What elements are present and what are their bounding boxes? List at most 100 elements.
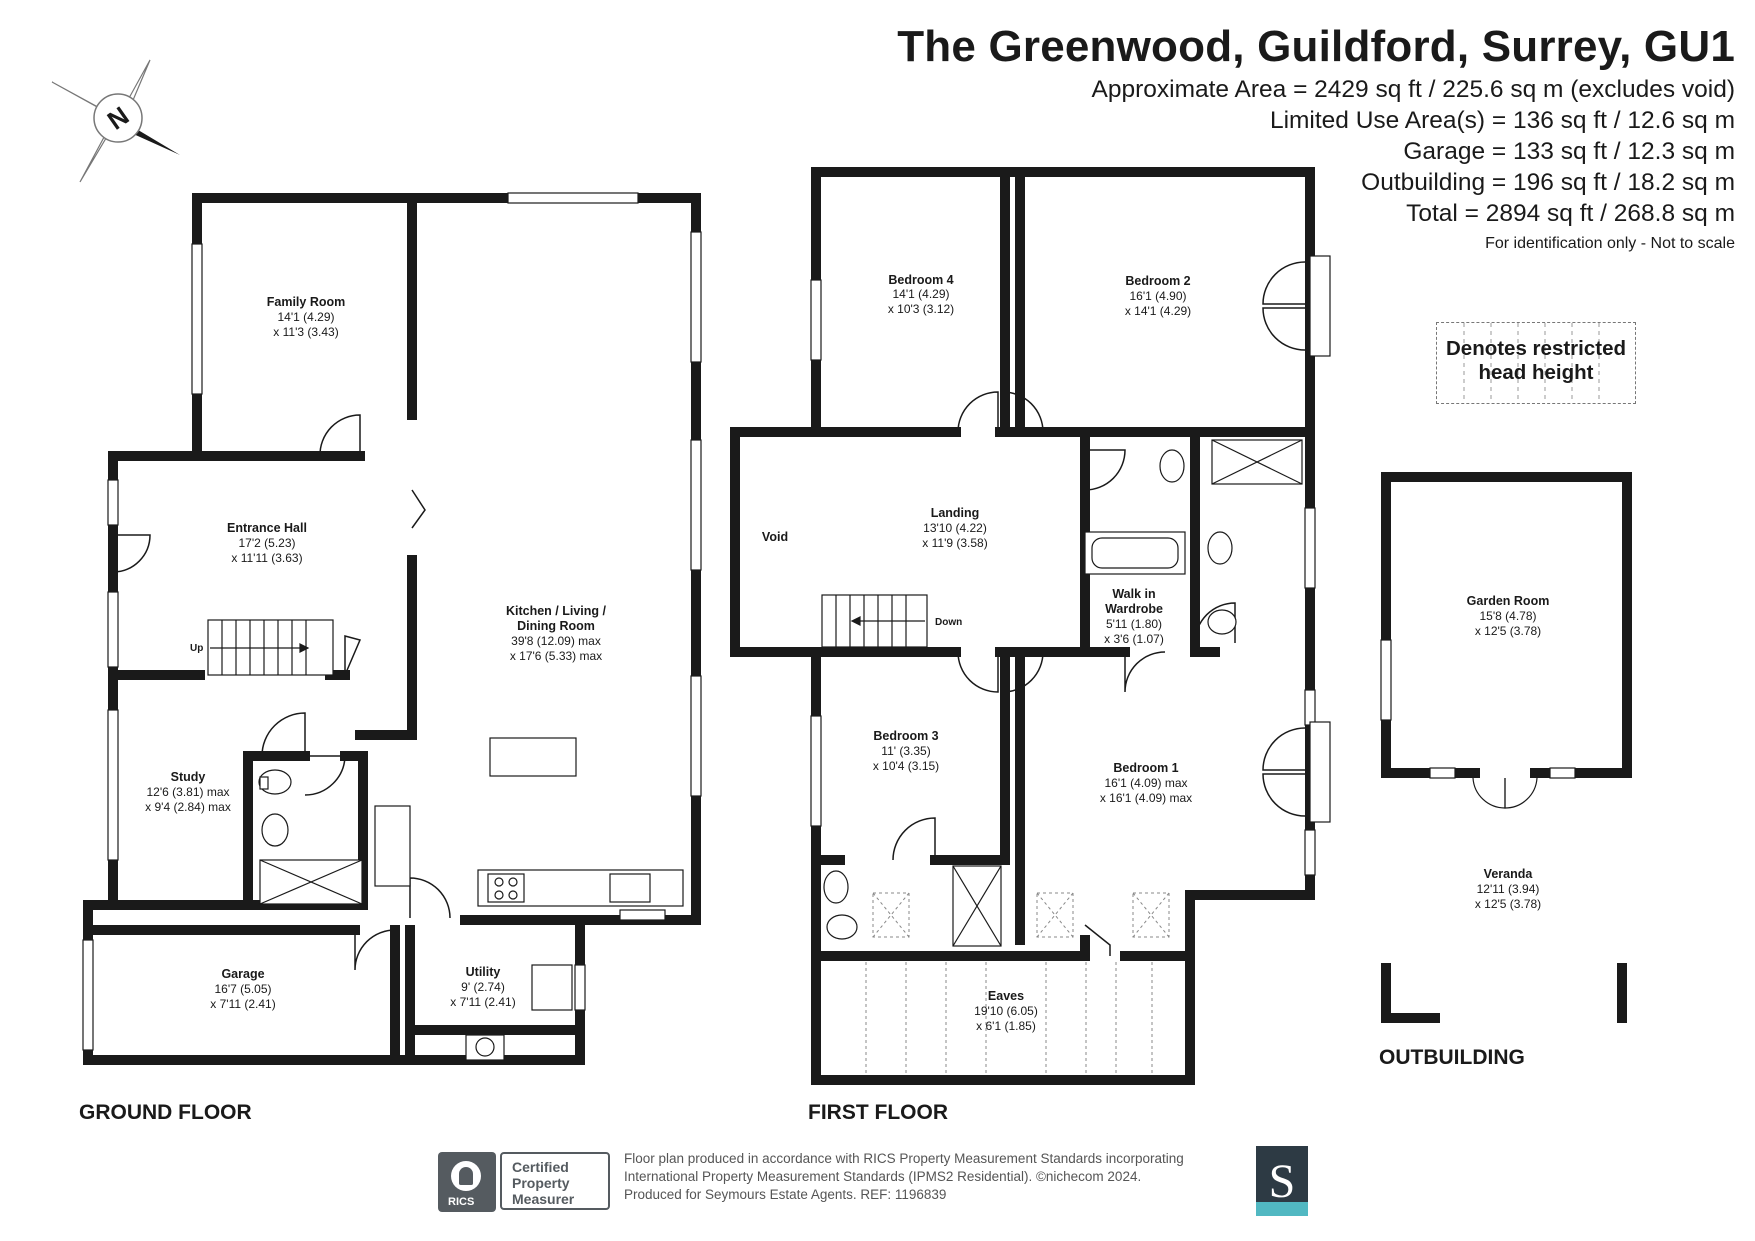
first-floor-windows xyxy=(810,255,1331,876)
entrance-hall-dim1: 17'2 (5.23) xyxy=(239,536,296,550)
certified-measurer-badge: Certified Property Measurer xyxy=(500,1152,610,1210)
up-label: Up xyxy=(190,643,203,654)
kitchen-dim2: x 17'6 (5.33) max xyxy=(510,649,602,663)
garage-name: Garage xyxy=(221,967,264,981)
down-label: Down xyxy=(935,617,962,628)
garage-area: Garage = 133 sq ft / 12.3 sq m xyxy=(1403,138,1735,165)
total-area: Total = 2894 sq ft / 268.8 sq m xyxy=(1406,200,1735,227)
utility-dim1: 9' (2.74) xyxy=(461,980,505,994)
entrance-hall-dim2: x 11'11 (3.63) xyxy=(231,551,302,565)
garage-dim2: x 7'11 (2.41) xyxy=(210,997,275,1011)
seymours-logo: S xyxy=(1256,1146,1308,1216)
seymours-letter: S xyxy=(1268,1155,1296,1208)
outbuilding-windows-doors xyxy=(1380,639,1576,809)
first-floor-label: FIRST FLOOR xyxy=(808,1101,948,1124)
study-dim2: x 9'4 (2.84) max xyxy=(145,800,231,814)
footer: RICS Certified Property Measurer Floor p… xyxy=(438,1146,1312,1216)
kitchen-island xyxy=(489,737,577,777)
hob-icon xyxy=(487,873,525,903)
rics-logo: RICS xyxy=(438,1152,496,1212)
legend-line2: head height xyxy=(1478,361,1594,384)
family-room-dim1: 14'1 (4.29) xyxy=(278,310,335,324)
eaves-dim1: 19'10 (6.05) xyxy=(974,1004,1038,1018)
toilet-icon-2 xyxy=(826,914,858,940)
utility-sink-icon xyxy=(531,964,573,1011)
footer-line2: International Property Measurement Stand… xyxy=(624,1169,1142,1184)
identification-note: For identification only - Not to scale xyxy=(1485,235,1735,252)
certified-line3: Measurer xyxy=(512,1191,575,1207)
bedroom3-name: Bedroom 3 xyxy=(873,729,938,743)
kitchen-sink-icon xyxy=(609,873,651,903)
bedroom2-dim1: 16'1 (4.90) xyxy=(1130,289,1187,303)
walkin-name-1: Walk in xyxy=(1112,587,1155,601)
walkin-dim2: x 3'6 (1.07) xyxy=(1104,632,1164,646)
legend-line1: Denotes restricted xyxy=(1445,337,1626,360)
ground-floor-doors xyxy=(112,414,451,971)
landing-name: Landing xyxy=(931,506,980,520)
garden-room-dim2: x 12'5 (3.78) xyxy=(1475,624,1541,638)
sink-icon-3 xyxy=(823,870,849,904)
garden-room-dim1: 15'8 (4.78) xyxy=(1480,609,1537,623)
hatch-lines xyxy=(1463,323,1600,402)
approx-area: Approximate Area = 2429 sq ft / 225.6 sq… xyxy=(1091,76,1735,103)
ground-floor-label: GROUND FLOOR xyxy=(79,1101,252,1124)
rics-text: RICS xyxy=(448,1196,475,1208)
sink-icon xyxy=(261,813,289,847)
bedroom2-name: Bedroom 2 xyxy=(1125,274,1190,288)
sink-icon xyxy=(1159,449,1185,483)
bedroom4-dim1: 14'1 (4.29) xyxy=(893,287,950,301)
footer-line1: Floor plan produced in accordance with R… xyxy=(624,1151,1184,1166)
veranda-dim2: x 12'5 (3.78) xyxy=(1475,897,1541,911)
compass-icon: N xyxy=(51,59,180,183)
first-floor-labels: Bedroom 4 14'1 (4.29) x 10'3 (3.12) Bedr… xyxy=(762,273,1192,1124)
bedroom1-dim1: 16'1 (4.09) max xyxy=(1105,776,1188,790)
kitchen-name-1: Kitchen / Living / xyxy=(506,604,607,618)
utility-name: Utility xyxy=(466,965,501,979)
certified-line2: Property xyxy=(512,1175,570,1191)
toilet-icon xyxy=(1207,609,1237,635)
outbuilding-labels: Garden Room 15'8 (4.78) x 12'5 (3.78) Ve… xyxy=(1379,594,1549,1069)
rics-lion-icon xyxy=(451,1161,481,1191)
ground-stairs xyxy=(207,619,334,676)
outbuilding-label: OUTBUILDING xyxy=(1379,1046,1525,1069)
veranda-name: Veranda xyxy=(1484,867,1534,881)
eaves-dim2: x 6'1 (1.85) xyxy=(976,1019,1036,1033)
first-fixtures xyxy=(823,439,1303,947)
header: The Greenwood, Guildford, Surrey, GU1 Ap… xyxy=(897,22,1735,253)
landing-dim1: 13'10 (4.22) xyxy=(923,521,987,535)
bedroom4-dim2: x 10'3 (3.12) xyxy=(888,302,954,316)
certified-line1: Certified xyxy=(512,1159,569,1175)
property-title: The Greenwood, Guildford, Surrey, GU1 xyxy=(897,22,1735,71)
eaves-name: Eaves xyxy=(988,989,1024,1003)
bedroom1-dim2: x 16'1 (4.09) max xyxy=(1100,791,1192,805)
bedroom3-dim2: x 10'4 (3.15) xyxy=(873,759,939,773)
study-name: Study xyxy=(171,770,206,784)
first-stairs xyxy=(821,594,928,648)
family-room-dim2: x 11'3 (3.43) xyxy=(273,325,338,339)
family-room-name: Family Room xyxy=(267,295,346,309)
landing-dim2: x 11'9 (3.58) xyxy=(922,536,987,550)
bedroom1-name: Bedroom 1 xyxy=(1113,761,1178,775)
outbuilding-walls xyxy=(1381,472,1632,1023)
limited-use-area: Limited Use Area(s) = 136 sq ft / 12.6 s… xyxy=(1269,107,1735,134)
veranda-dim1: 12'11 (3.94) xyxy=(1477,882,1540,896)
walkin-name-2: Wardrobe xyxy=(1105,602,1163,616)
restricted-markers xyxy=(865,892,1170,1075)
footer-notes: Floor plan produced in accordance with R… xyxy=(624,1150,1264,1204)
bedroom3-dim1: 11' (3.35) xyxy=(881,744,930,758)
kitchen-dim1: 39'8 (12.09) max xyxy=(511,634,601,648)
outbuilding-area: Outbuilding = 196 sq ft / 18.2 sq m xyxy=(1361,169,1735,196)
first-floor-doors xyxy=(892,261,1306,956)
restricted-height-legend: Denotes restricted head height xyxy=(1436,322,1636,404)
garden-room-name: Garden Room xyxy=(1467,594,1550,608)
garage-dim1: 16'7 (5.05) xyxy=(215,982,272,996)
kitchen-name-2: Dining Room xyxy=(517,619,595,633)
logo-stripe xyxy=(1256,1202,1308,1216)
void-name: Void xyxy=(762,530,788,544)
utility-dim2: x 7'11 (2.41) xyxy=(450,995,515,1009)
ground-floor-labels: Family Room 14'1 (4.29) x 11'3 (3.43) En… xyxy=(79,295,607,1124)
ground-fixtures xyxy=(258,737,684,1061)
bedroom4-name: Bedroom 4 xyxy=(888,273,953,287)
walkin-dim1: 5'11 (1.80) xyxy=(1106,617,1162,631)
